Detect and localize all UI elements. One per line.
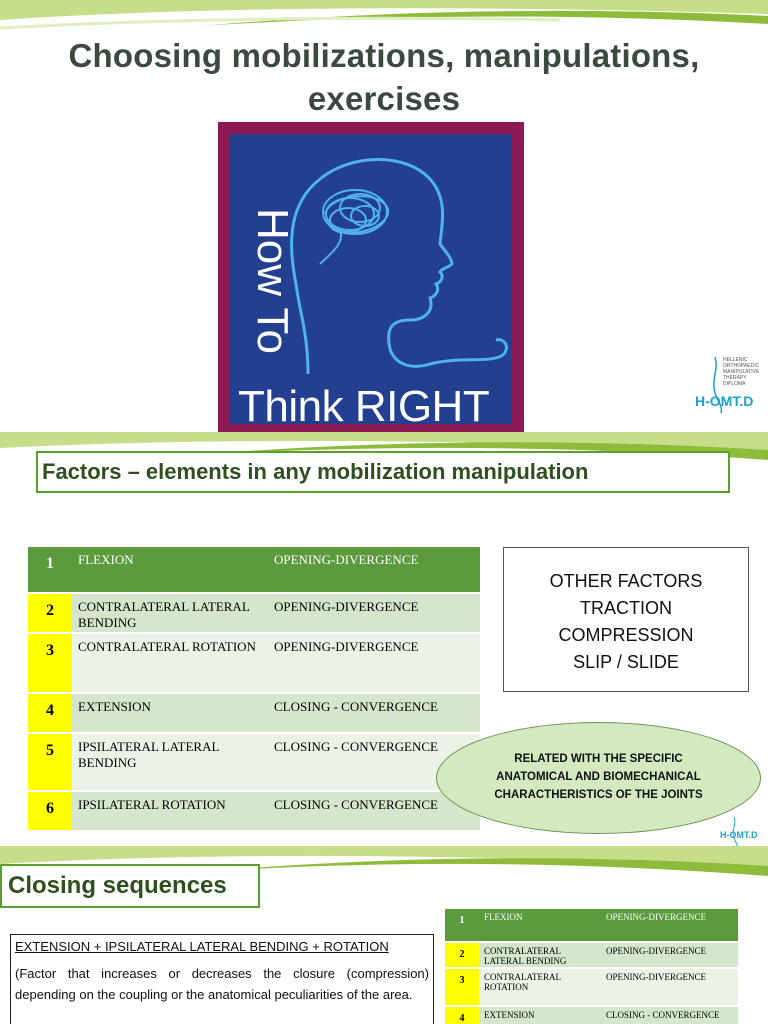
head-silhouette-illustration: How To: [248, 158, 508, 375]
effect-cell: OPENING-DIVERGENCE: [601, 968, 738, 1007]
effect-cell: OPENING-DIVERGENCE: [268, 547, 480, 594]
table-row: 3 CONTRALATERAL ROTATION OPENING-DIVERGE…: [445, 968, 738, 1007]
movement-cell: IPSILATERAL ROTATION: [72, 791, 268, 832]
factors-table-small: 1 FLEXION OPENING-DIVERGENCE 2 CONTRALAT…: [445, 909, 738, 1024]
slide-title: Choosing mobilizations, manipulations, e…: [20, 34, 748, 120]
row-number: 3: [28, 633, 72, 694]
ellipse-line: RELATED WITH THE SPECIFIC: [514, 753, 683, 765]
row-number: 6: [28, 791, 72, 832]
title-line-2: exercises: [307, 80, 461, 117]
table-row: 3 CONTRALATERAL ROTATION OPENING-DIVERGE…: [28, 633, 480, 694]
slide-3: Closing sequences EXTENSION + IPSILATERA…: [0, 846, 768, 1024]
effect-cell: CLOSING - CONVERGENCE: [601, 1006, 738, 1024]
effect-cell: CLOSING - CONVERGENCE: [268, 791, 480, 832]
joints-characteristics-ellipse: RELATED WITH THE SPECIFIC ANATOMICAL AND…: [436, 722, 761, 834]
table-row: 6 IPSILATERAL ROTATION CLOSING - CONVERG…: [28, 791, 480, 832]
movement-cell: CONTRALATERAL LATERAL BENDING: [479, 942, 601, 969]
logo-text-line: DIPLOMA: [723, 381, 746, 387]
other-factors-line: COMPRESSION: [558, 625, 694, 645]
logo-text-line: ORTHOPAEDIC: [723, 363, 760, 369]
movement-cell: CONTRALATERAL LATERAL BENDING: [72, 593, 268, 634]
table-row: 5 IPSILATERAL LATERAL BENDING CLOSING - …: [28, 733, 480, 792]
green-swoosh-decoration: [0, 432, 768, 460]
slide-1: Choosing mobilizations, manipulations, e…: [0, 0, 768, 432]
closing-sequence-heading: EXTENSION + IPSILATERAL LATERAL BENDING …: [15, 939, 389, 954]
factors-table: 1 FLEXION OPENING-DIVERGENCE 2 CONTRALAT…: [28, 547, 480, 832]
table-row: 4 EXTENSION CLOSING - CONVERGENCE: [445, 1006, 738, 1024]
effect-cell: OPENING-DIVERGENCE: [601, 909, 738, 943]
row-number: 1: [28, 547, 72, 594]
poster-bottom-text: Think RIGHT: [238, 382, 490, 424]
other-factors-line: OTHER FACTORS: [549, 571, 703, 591]
homtd-logo: HELLENIC ORTHOPAEDIC MANIPULATIVE THERAP…: [693, 355, 765, 415]
closing-sequence-description: (Factor that increases or decreases the …: [15, 966, 429, 1002]
movement-cell: FLEXION: [72, 547, 268, 594]
effect-cell: OPENING-DIVERGENCE: [268, 633, 480, 694]
row-number: 5: [28, 733, 72, 792]
logo-swirl-icon: [732, 816, 738, 846]
effect-cell: OPENING-DIVERGENCE: [601, 942, 738, 969]
logo-brand: H-OMT.D: [720, 830, 758, 840]
table-row: 1 FLEXION OPENING-DIVERGENCE: [445, 909, 738, 943]
poster-vertical-text: How To: [248, 208, 297, 354]
how-to-think-right-poster: How To Think RIGHT: [218, 122, 524, 432]
movement-cell: EXTENSION: [72, 693, 268, 734]
closing-sequences-banner: Closing sequences: [0, 864, 260, 908]
table-row: 4 EXTENSION CLOSING - CONVERGENCE: [28, 693, 480, 734]
table-row: 2 CONTRALATERAL LATERAL BENDING OPENING-…: [28, 593, 480, 634]
factors-banner: Factors – elements in any mobilization m…: [36, 451, 730, 493]
effect-cell: CLOSING - CONVERGENCE: [268, 693, 480, 734]
ellipse-line: CHARACTHERISTICS OF THE JOINTS: [494, 789, 703, 801]
movement-cell: FLEXION: [479, 909, 601, 943]
movement-cell: CONTRALATERAL ROTATION: [72, 633, 268, 694]
slide-2: Factors – elements in any mobilization m…: [0, 432, 768, 846]
logo-brand: H-OMT.D: [695, 393, 754, 409]
logo-text-line: HELLENIC: [723, 357, 748, 363]
movement-cell: CONTRALATERAL ROTATION: [479, 968, 601, 1007]
row-number: 3: [445, 968, 479, 1007]
green-swoosh-decoration: [0, 846, 768, 876]
ellipse-line: ANATOMICAL AND BIOMECHANICAL: [496, 771, 701, 783]
row-number: 1: [445, 909, 479, 943]
effect-cell: OPENING-DIVERGENCE: [268, 593, 480, 634]
homtd-logo-small: H-OMT.D: [718, 816, 768, 846]
row-number: 2: [445, 942, 479, 969]
logo-text-line: MANIPULATIVE: [723, 369, 760, 375]
logo-text-line: THERAPY: [723, 375, 747, 381]
movement-cell: EXTENSION: [479, 1006, 601, 1024]
row-number: 4: [445, 1006, 479, 1024]
movement-cell: IPSILATERAL LATERAL BENDING: [72, 733, 268, 792]
title-line-1: Choosing mobilizations, manipulations,: [68, 37, 700, 74]
table-row: 2 CONTRALATERAL LATERAL BENDING OPENING-…: [445, 942, 738, 969]
closing-sequence-box: EXTENSION + IPSILATERAL LATERAL BENDING …: [10, 934, 434, 1024]
green-swoosh-decoration: [0, 0, 768, 30]
logo-swirl-icon: [713, 356, 723, 414]
other-factors-line: SLIP / SLIDE: [573, 652, 679, 672]
other-factors-box: OTHER FACTORS TRACTION COMPRESSION SLIP …: [503, 547, 749, 692]
row-number: 4: [28, 693, 72, 734]
table-row: 1 FLEXION OPENING-DIVERGENCE: [28, 547, 480, 594]
other-factors-line: TRACTION: [580, 598, 672, 618]
row-number: 2: [28, 593, 72, 634]
